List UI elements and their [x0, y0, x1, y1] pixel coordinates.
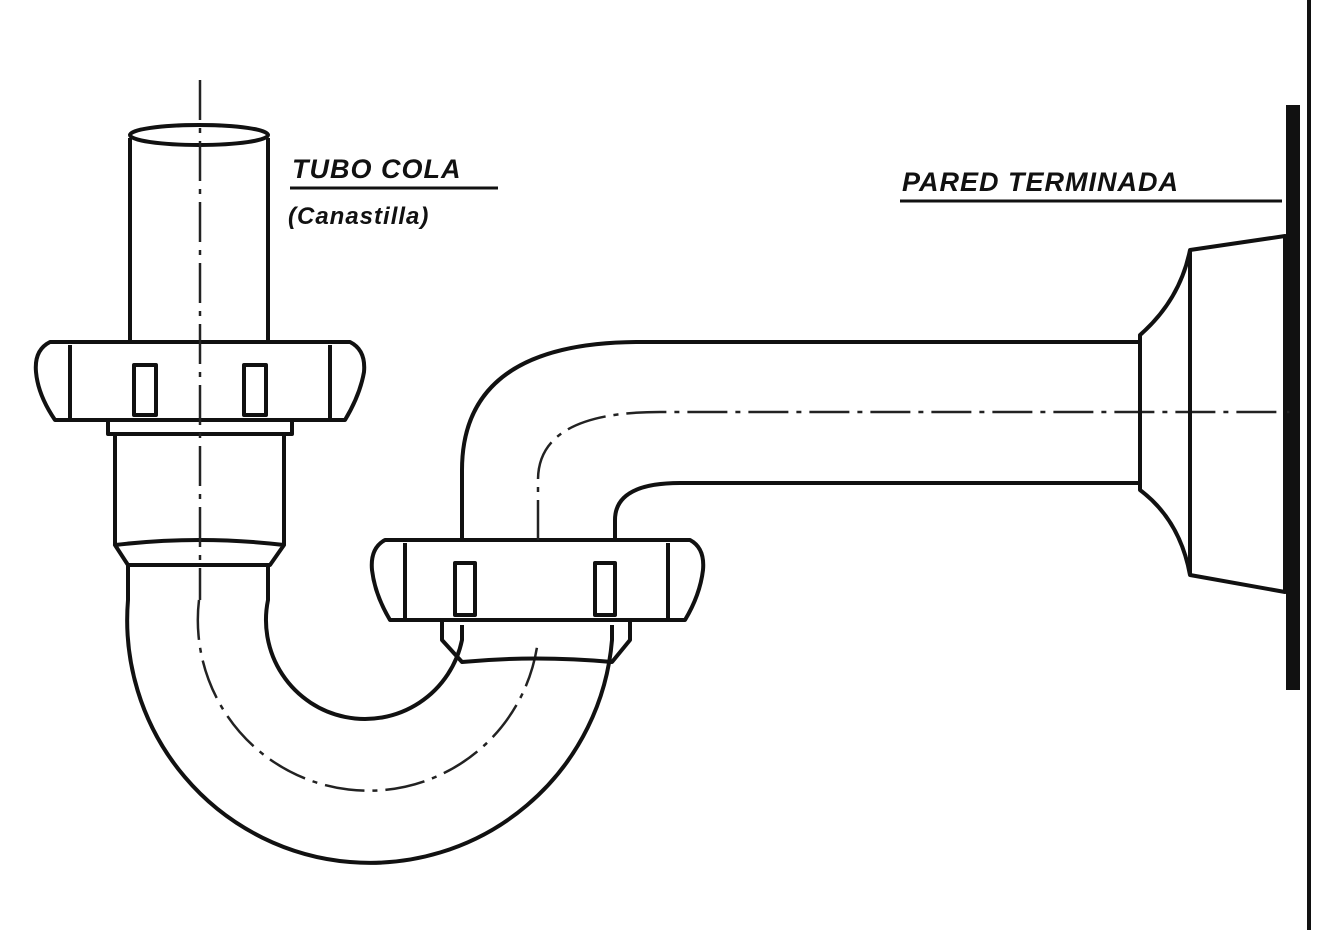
tail-pipe-label: TUBO COLA [292, 154, 462, 184]
upper-slip-nut [33, 340, 367, 422]
trap-arm [460, 340, 1290, 540]
tail-pipe-sublabel: (Canastilla) [288, 203, 430, 230]
finished-wall [1286, 105, 1300, 690]
j-bend [125, 565, 614, 865]
escutcheon [1138, 234, 1287, 594]
finished-wall-label: PARED TERMINADA [902, 167, 1179, 197]
lower-slip-nut [369, 538, 706, 664]
